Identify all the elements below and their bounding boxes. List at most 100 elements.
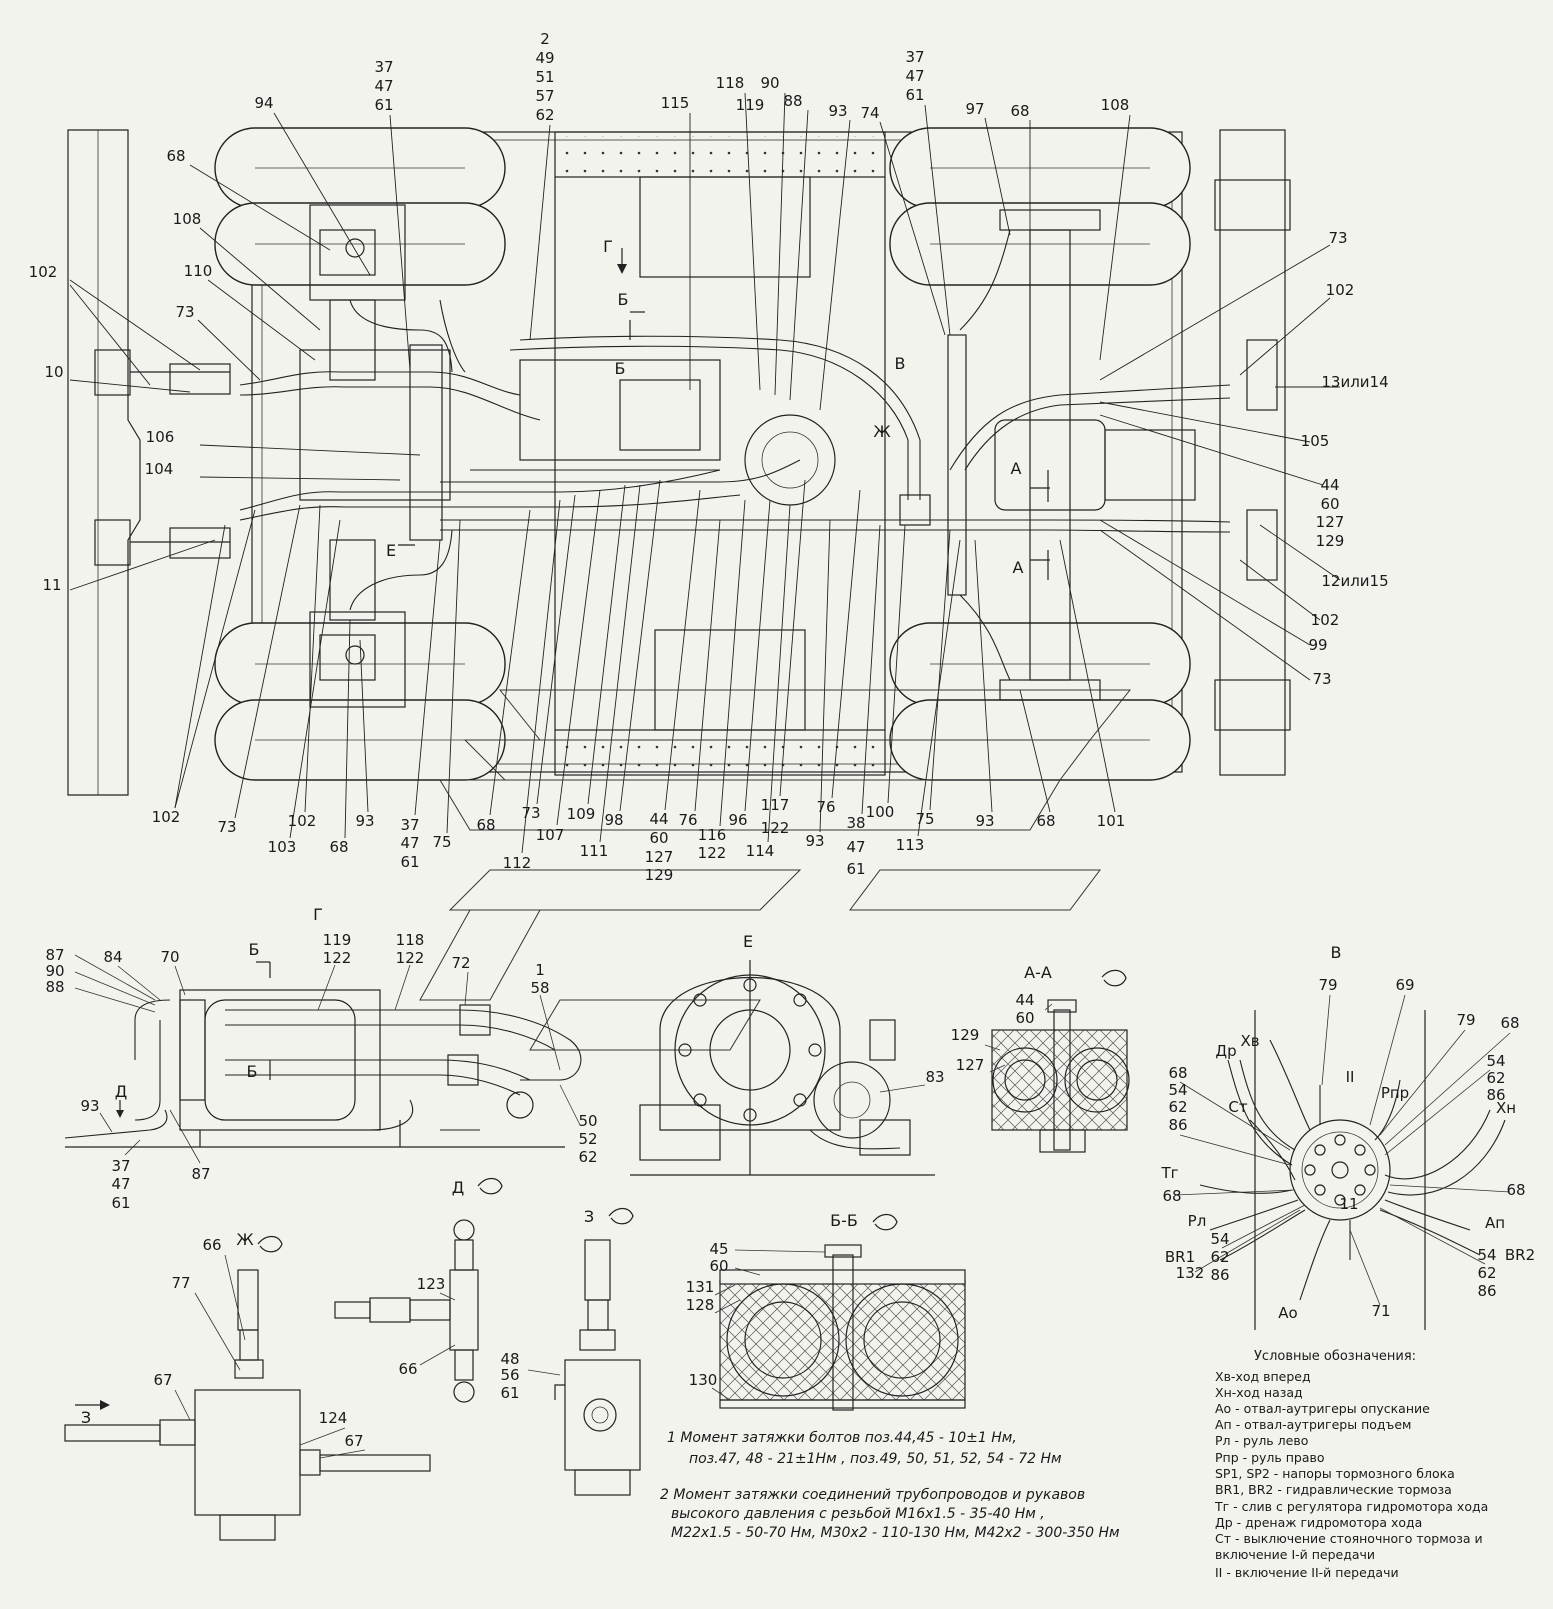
view-label: А-А bbox=[1024, 963, 1052, 982]
position-callout: 12или15 bbox=[1321, 572, 1388, 590]
position-callout: 96 bbox=[728, 811, 747, 829]
position-callout: 72 bbox=[451, 954, 470, 972]
note1-line2: поз.47, 48 - 21±1Нм , поз.49, 50, 51, 52… bbox=[689, 1451, 1062, 1467]
position-callout: 47 bbox=[400, 834, 419, 852]
note1-line1: 1 Момент затяжки болтов поз.44,45 - 10±1… bbox=[667, 1430, 1017, 1446]
position-callout: 61 bbox=[846, 860, 865, 878]
view-d-detail bbox=[334, 1177, 503, 1403]
position-callout: 86 bbox=[1477, 1282, 1496, 1300]
view-label: Б bbox=[615, 359, 626, 378]
position-callout: 127 bbox=[1316, 513, 1345, 531]
position-callout: 109 bbox=[567, 805, 596, 823]
view-zh-detail bbox=[64, 1235, 431, 1541]
position-callout: 68 bbox=[1506, 1181, 1525, 1199]
position-callout: 102 bbox=[288, 812, 317, 830]
position-callout: 73 bbox=[1312, 670, 1331, 688]
position-callout: 98 bbox=[604, 811, 623, 829]
position-callout: 93 bbox=[805, 832, 824, 850]
view-label: Ж bbox=[873, 422, 890, 441]
position-callout: 132 bbox=[1176, 1264, 1205, 1282]
position-callout: 68 bbox=[476, 816, 495, 834]
position-callout: 94 bbox=[254, 94, 273, 112]
view-label: Б bbox=[249, 940, 260, 959]
position-callout: 93 bbox=[80, 1097, 99, 1115]
position-callout: 119 bbox=[323, 931, 352, 949]
position-callout: 87 bbox=[191, 1165, 210, 1183]
view-g-detail bbox=[64, 954, 582, 1164]
position-callout: 49 bbox=[535, 49, 554, 67]
position-callout: 115 bbox=[661, 94, 690, 112]
position-callout: 102 bbox=[1311, 611, 1340, 629]
position-callout: 88 bbox=[45, 978, 64, 996]
position-callout: 45 bbox=[709, 1240, 728, 1258]
position-callout: Тг bbox=[1160, 1164, 1178, 1182]
position-callout: 47 bbox=[111, 1175, 130, 1193]
view-label: В bbox=[895, 354, 906, 373]
position-callout: 50 bbox=[578, 1112, 597, 1130]
position-callout: BR1 bbox=[1165, 1248, 1195, 1266]
position-callout: 68 bbox=[1500, 1014, 1519, 1032]
position-callout: 60 bbox=[709, 1257, 728, 1275]
position-callout: BR2 bbox=[1505, 1246, 1535, 1264]
position-callout: 76 bbox=[678, 811, 697, 829]
position-callout: 60 bbox=[1320, 495, 1339, 513]
position-callout: 122 bbox=[323, 949, 352, 967]
position-callout: 111 bbox=[580, 842, 609, 860]
position-callout: 37 bbox=[374, 58, 393, 76]
position-callout: 87 bbox=[45, 946, 64, 964]
position-callout: 79 bbox=[1318, 976, 1337, 994]
position-callout: Рл bbox=[1188, 1212, 1207, 1230]
background-outline bbox=[419, 689, 1132, 1051]
position-callout: 60 bbox=[1015, 1009, 1034, 1027]
position-callout: 131 bbox=[686, 1278, 715, 1296]
position-callout: 99 bbox=[1308, 636, 1327, 654]
position-callout: 13или14 bbox=[1321, 373, 1388, 391]
position-callout: 114 bbox=[746, 842, 775, 860]
position-callout: 119 bbox=[736, 96, 765, 114]
view-label: Б bbox=[247, 1062, 258, 1081]
position-callout: 48 bbox=[500, 1350, 519, 1368]
position-callout: 127 bbox=[645, 848, 674, 866]
view-label: Е bbox=[743, 932, 753, 951]
legend-item: BR1, BR2 - гидравлические тормоза bbox=[1215, 1482, 1452, 1497]
view-label: З bbox=[81, 1408, 91, 1427]
position-callout: 69 bbox=[1395, 976, 1414, 994]
position-callout: 129 bbox=[1316, 532, 1345, 550]
position-callout: 47 bbox=[905, 67, 924, 85]
position-callout: 60 bbox=[649, 829, 668, 847]
position-callout: Др bbox=[1215, 1042, 1236, 1060]
position-callout: Ао bbox=[1278, 1304, 1297, 1322]
view-label: Б bbox=[618, 290, 629, 309]
position-callout: 77 bbox=[171, 1274, 190, 1292]
plan-view bbox=[67, 127, 1291, 796]
position-callout: 11 bbox=[1339, 1195, 1358, 1213]
view-label: В bbox=[1331, 943, 1342, 962]
legend-item: Ап - отвал-аутригеры подъем bbox=[1215, 1417, 1411, 1432]
position-callout: 37 bbox=[111, 1157, 130, 1175]
view-label: Д bbox=[452, 1178, 465, 1197]
position-callout: 58 bbox=[530, 979, 549, 997]
position-callout: 57 bbox=[535, 87, 554, 105]
position-callout: 70 bbox=[160, 948, 179, 966]
position-callout: 88 bbox=[783, 92, 802, 110]
position-callout: 93 bbox=[975, 812, 994, 830]
position-callout: 62 bbox=[1210, 1248, 1229, 1266]
position-callout: 86 bbox=[1168, 1116, 1187, 1134]
note2-line2: высокого давления с резьбой М16х1.5 - 35… bbox=[671, 1506, 1045, 1522]
legend-item: Рл - руль лево bbox=[1215, 1433, 1308, 1448]
position-callout: Ап bbox=[1485, 1214, 1505, 1232]
position-callout: 54 bbox=[1168, 1081, 1187, 1099]
view-label: Д bbox=[115, 1082, 128, 1101]
position-callout: 73 bbox=[1328, 229, 1347, 247]
position-callout: 102 bbox=[152, 808, 181, 826]
position-callout: 104 bbox=[145, 460, 174, 478]
position-callout: 122 bbox=[396, 949, 425, 967]
position-callout: 73 bbox=[521, 804, 540, 822]
position-callout: 10 bbox=[44, 363, 63, 381]
position-callout: 117 bbox=[761, 796, 790, 814]
position-callout: 118 bbox=[396, 931, 425, 949]
legend-item: Др - дренаж гидромотора хода bbox=[1215, 1515, 1422, 1530]
legend-item: включение I-й передачи bbox=[1215, 1547, 1375, 1562]
position-callout: 2 bbox=[540, 30, 550, 48]
